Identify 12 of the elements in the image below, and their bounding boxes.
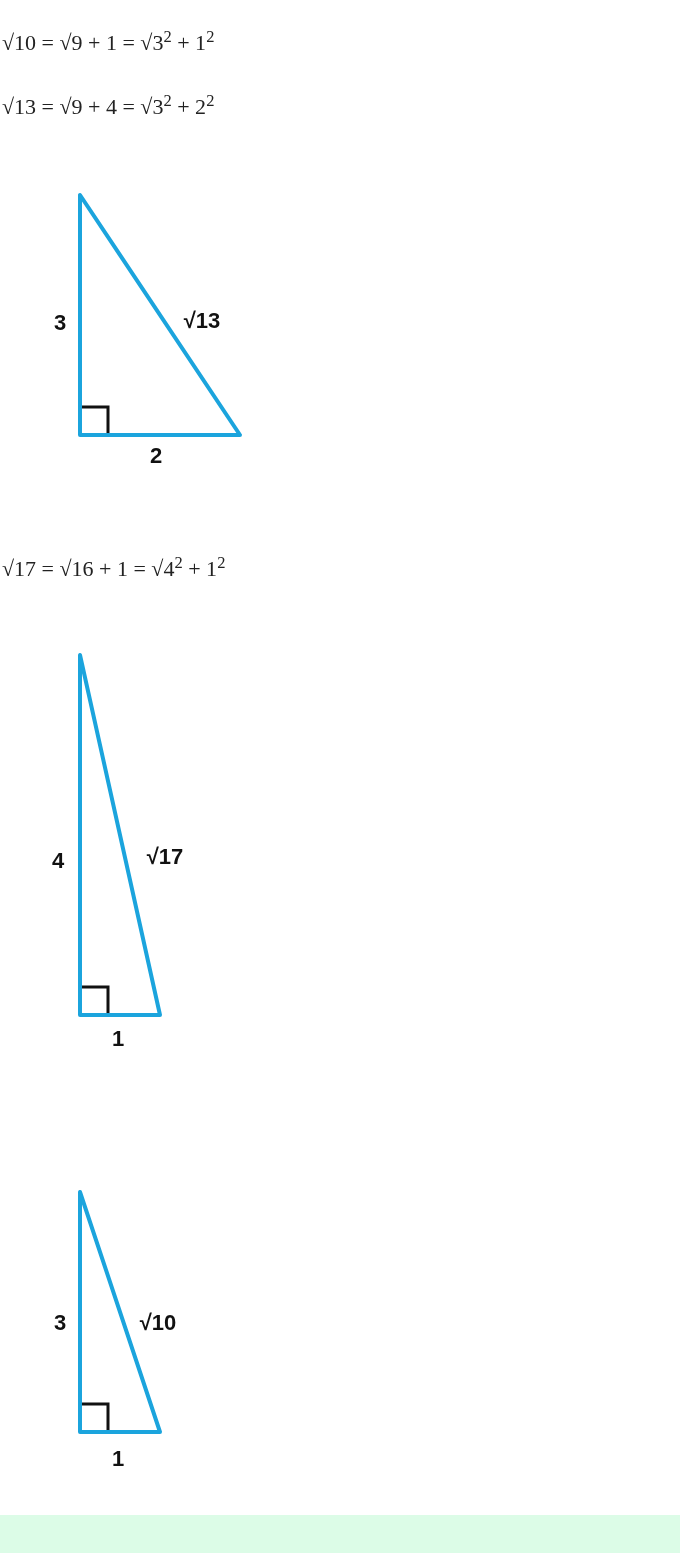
side-length-label: 4 (51, 846, 65, 875)
formula: √13 = √9 + 4 = √3$^{2}$ + 2$^{2}$ (2, 89, 215, 121)
formula: √17 = √16 + 1 = √4$^{2}$ + 1$^{2}$ (2, 551, 226, 583)
side-length-label: 2 (149, 441, 163, 470)
side-length-label: 1 (111, 1024, 125, 1053)
side-length-label: 3 (53, 1308, 67, 1337)
side-length-label: 1 (111, 1444, 125, 1473)
side-length-label: √10 (139, 1308, 177, 1337)
formula: √10 = √9 + 1 = √3$^{2}$ + 1$^{2}$ (2, 25, 215, 57)
side-length-label: 3 (53, 308, 67, 337)
side-length-label: √13 (183, 306, 221, 335)
side-length-label: √17 (146, 842, 184, 871)
